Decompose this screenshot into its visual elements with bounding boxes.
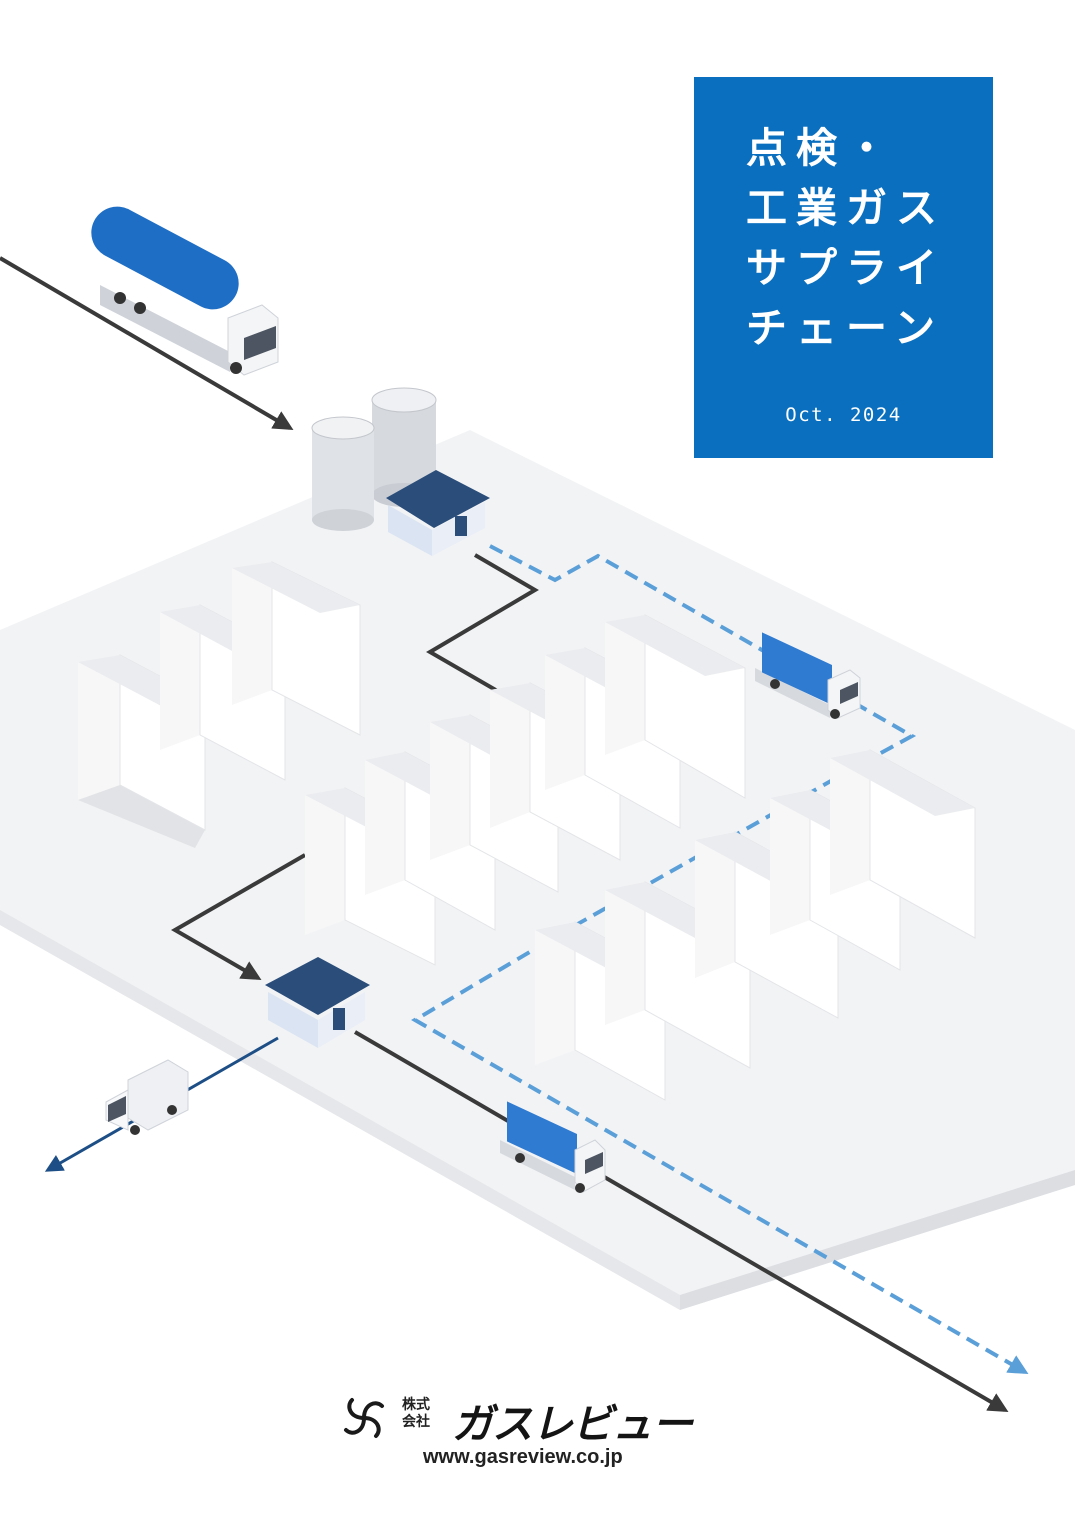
inbound-route-line xyxy=(0,256,294,431)
issue-date: Oct. 2024 xyxy=(785,404,902,426)
publisher-url[interactable]: www.gasreview.co.jp xyxy=(423,1446,623,1468)
company-prefix: 株式 会社 xyxy=(402,1397,430,1431)
factory-buildings xyxy=(78,561,976,1101)
publisher-name: ガスレビュー xyxy=(452,1400,693,1448)
warehouse-icon xyxy=(386,470,490,556)
delivery-van-icon xyxy=(105,1059,189,1135)
tanker-truck-icon xyxy=(91,206,279,376)
company-prefix-line1: 株式 xyxy=(402,1397,430,1413)
depot-route-line xyxy=(171,853,306,981)
building-block xyxy=(232,561,361,736)
company-prefix-line2: 会社 xyxy=(402,1414,430,1430)
title-line-3: サプライ xyxy=(746,244,946,292)
building-block xyxy=(605,614,746,799)
plant-route-line xyxy=(426,553,539,706)
title-line-4: チェーン xyxy=(746,304,944,352)
title-line-1: 点検・ xyxy=(746,124,896,172)
cover-title: 点検・ 工業ガス サプライ チェーン xyxy=(746,118,946,358)
building-block xyxy=(830,749,976,939)
cover-title-panel xyxy=(694,77,993,458)
pinwheel-logo-icon xyxy=(344,1398,384,1438)
cylinder-truck-icon xyxy=(500,1101,606,1193)
warehouse-icon xyxy=(265,957,370,1048)
cylinder-truck-icon xyxy=(755,632,861,719)
outbound-route-line xyxy=(353,1030,1009,1413)
title-line-2: 工業ガス xyxy=(746,184,946,232)
